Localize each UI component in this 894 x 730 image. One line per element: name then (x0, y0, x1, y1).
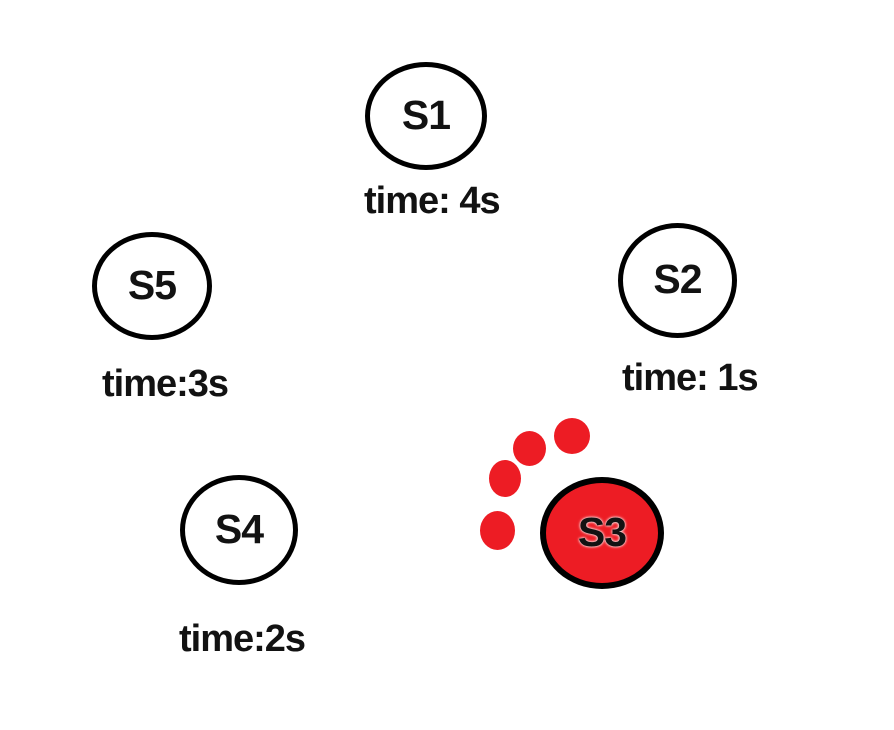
node-s3-active: S3 (540, 477, 664, 589)
node-s4: S4 (180, 475, 298, 585)
trail-dot-1 (554, 418, 590, 454)
node-s2: S2 (618, 223, 737, 338)
trail-dot-2 (513, 431, 546, 466)
node-s4-label: S4 (214, 505, 264, 552)
node-s5: S5 (92, 232, 212, 340)
time-label-s5: time:3s (102, 363, 229, 405)
time-label-s1: time: 4s (364, 180, 501, 222)
trail-dot-3 (489, 460, 521, 497)
node-s2-label: S2 (653, 256, 702, 302)
node-s1: S1 (365, 62, 487, 170)
node-s3-label: S3 (577, 508, 627, 555)
node-s5-label: S5 (127, 261, 177, 308)
time-label-s4: time:2s (179, 618, 306, 660)
node-s1-label: S1 (401, 91, 451, 138)
trail-dot-4 (480, 511, 515, 550)
time-label-s2: time: 1s (622, 357, 759, 399)
